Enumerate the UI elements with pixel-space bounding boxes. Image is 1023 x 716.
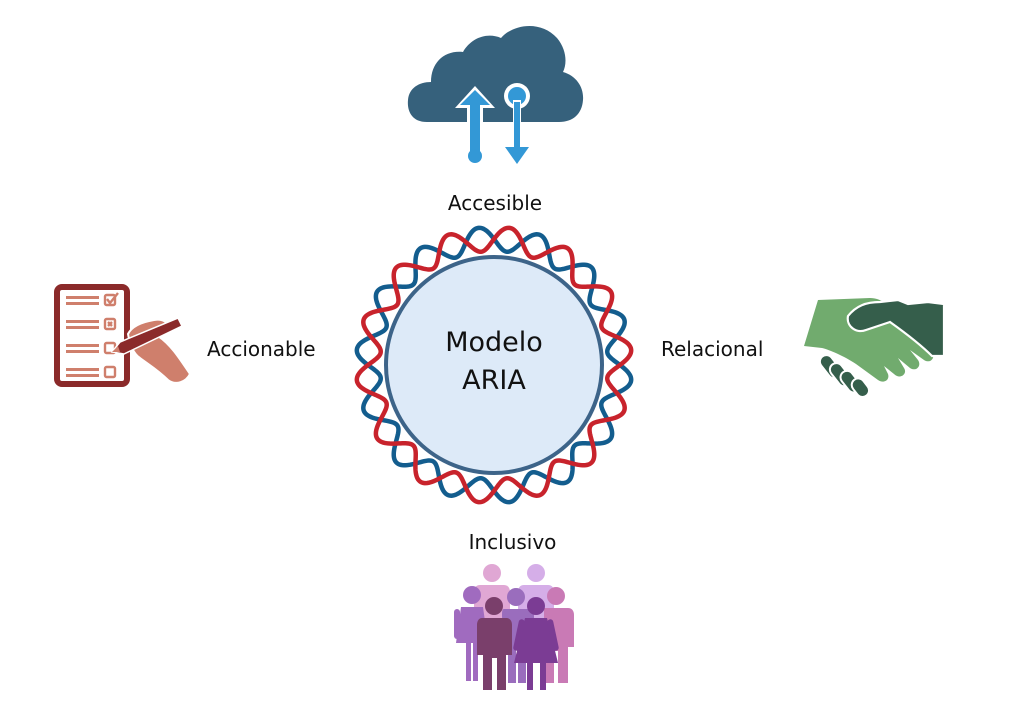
cloud-sync-icon	[407, 25, 584, 164]
handshake-icon	[804, 298, 946, 398]
pillar-label-inclusivo: Inclusivo	[468, 530, 557, 554]
cloud-shape	[407, 25, 584, 123]
center-title-line-1: Modelo	[445, 327, 543, 358]
clipboard	[54, 284, 130, 387]
center-circle	[384, 255, 604, 475]
pillar-label-accionable: Accionable	[207, 337, 316, 361]
download-arrow-icon	[504, 83, 530, 164]
center-title-line-2: ARIA	[462, 365, 526, 396]
pillar-label-relacional: Relacional	[661, 337, 764, 361]
checkboxes	[103, 292, 119, 379]
pillar-label-accesible: Accesible	[447, 191, 543, 215]
checklist-lines	[66, 296, 99, 377]
checklist-writing-icon	[54, 284, 192, 387]
helix-strand-red	[354, 225, 634, 505]
diverse-people-group-icon	[454, 564, 574, 690]
person-front-man	[477, 597, 512, 690]
person-front-woman	[513, 597, 559, 690]
upload-arrow-icon	[455, 86, 495, 163]
pen	[110, 317, 184, 355]
hand-dark	[846, 298, 946, 358]
fingers-dark	[818, 354, 871, 398]
